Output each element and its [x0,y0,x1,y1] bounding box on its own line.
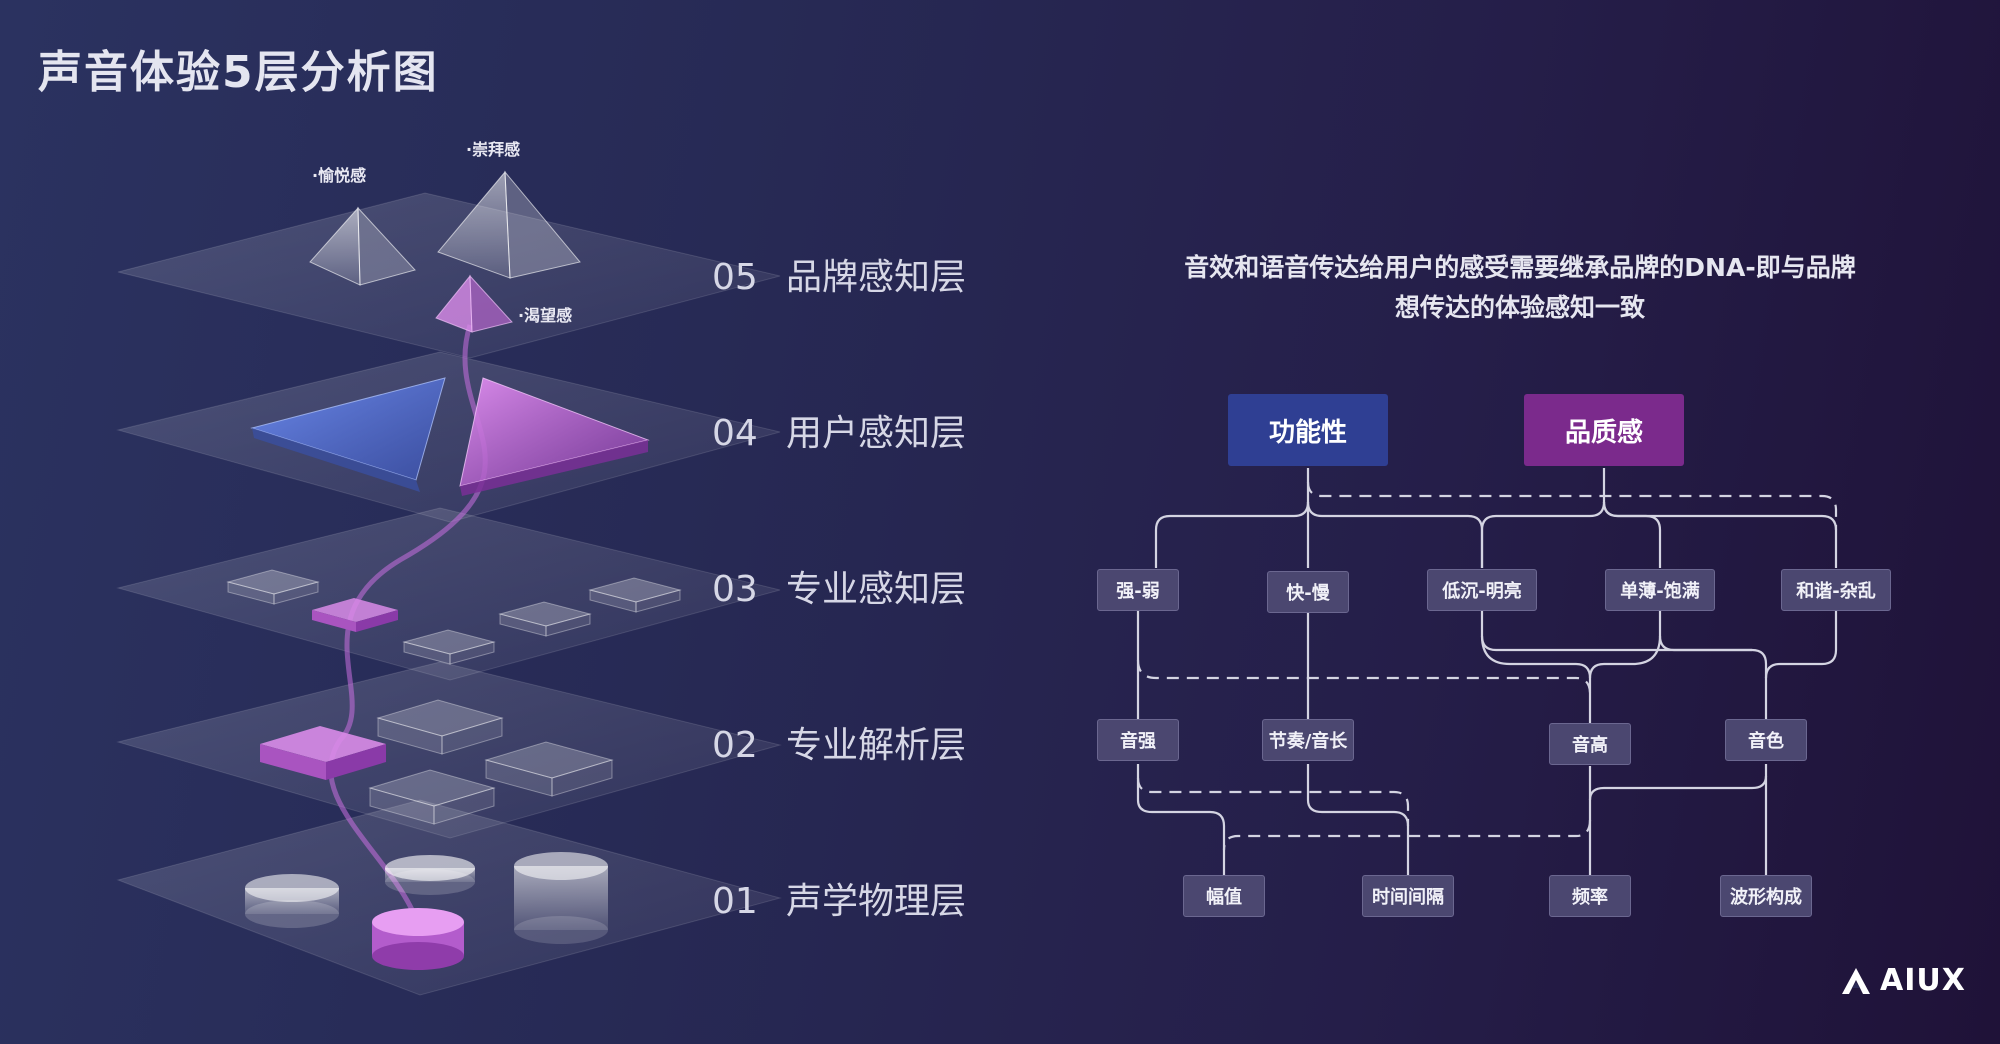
blocks-layer-02 [368,699,614,825]
page-title: 声音体验5层分析图 [38,47,439,98]
pyramid-worship [437,170,581,279]
layer-number: 01 [712,881,758,922]
layer-label-02: 02 专业解析层 [712,716,966,768]
node-frequency: 频率 [1549,875,1631,917]
connector-pitch [1480,635,1592,724]
layer-label-05: 05 品牌感知层 [712,248,966,300]
layer-name: 专业解析层 [786,725,967,766]
node-intensity: 音强 [1097,719,1179,761]
block-pink-layer-02 [260,726,386,780]
description: 音效和语音传达给用户的感受需要继承品牌的DNA-即与品牌 想传达的体验感知一致 [1080,248,1960,328]
logo-a-icon [1842,967,1870,994]
connector-functional [1154,468,1310,568]
layer-name: 专业感知层 [786,569,967,610]
node-waveform: 波形构成 [1720,875,1812,917]
pyramid-label-worship: ·崇拜感 [466,140,521,159]
dashed-to-pitch [1136,659,1592,695]
category-functional: 功能性 [1228,394,1388,466]
triangle-pink [459,377,650,496]
triangle-blue [250,377,446,492]
pyramid-label-pleasure: ·愉悦感 [312,166,367,185]
node-deep-bright: 低沉-明亮 [1427,569,1537,611]
dashed-to-amplitude [1222,819,1592,851]
connector-quality [1480,468,1606,568]
logo-text: AIUX [1880,963,1966,998]
node-rhythm-duration: 节奏/音长 [1262,719,1354,761]
plane-01 [116,799,782,996]
description-line: 音效和语音传达给用户的感受需要继承品牌的DNA-即与品牌 [1184,253,1856,282]
pyramid-label-desire: ·渴望感 [518,306,573,325]
pyramid-desire [435,274,513,333]
plane-03 [116,507,781,681]
block-pink-layer-03 [312,598,398,632]
node-strong-weak: 强-弱 [1097,569,1179,611]
layer-name: 声学物理层 [786,881,967,922]
brand-logo: AIUX [1840,963,1966,998]
node-amplitude: 幅值 [1183,875,1265,917]
layer-label-04: 04 用户感知层 [712,404,966,456]
blocks-layer-03 [226,569,682,665]
cylinders-layer-01 [245,852,608,944]
layer-label-01: 01 声学物理层 [712,872,966,924]
pyramid-pleasure [309,206,416,286]
layer-number: 03 [712,569,758,610]
node-fast-slow: 快-慢 [1267,571,1349,613]
plane-05 [117,192,781,359]
dashed-functional-wide [1306,481,1838,530]
layer-label-03: 03 专业感知层 [712,560,966,612]
plane-04 [116,351,781,523]
node-thin-full: 单薄-饱满 [1605,569,1715,611]
layer-number: 05 [712,257,758,298]
node-pitch: 音高 [1549,723,1631,765]
node-timbre: 音色 [1725,719,1807,761]
layer-name: 用户感知层 [786,413,967,454]
node-time-interval: 时间间隔 [1362,875,1454,917]
layer-name: 品牌感知层 [786,257,967,298]
cylinder-pink [372,908,464,970]
description-line: 想传达的体验感知一致 [1394,293,1645,322]
node-harmony-noise: 和谐-杂乱 [1781,569,1891,611]
dashed-to-interval [1136,777,1410,826]
layer-number: 04 [712,413,758,454]
category-quality: 品质感 [1524,394,1684,466]
layer-number: 02 [712,725,758,766]
